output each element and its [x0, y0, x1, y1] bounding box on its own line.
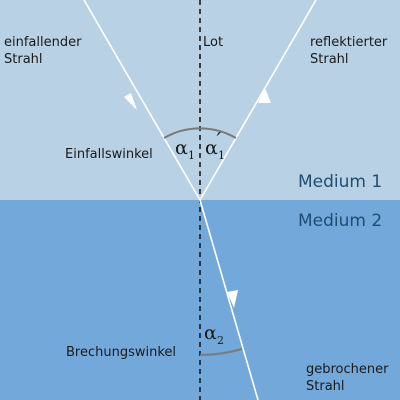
refracted-ray-label-line1: gebrochener [306, 362, 389, 377]
refraction-arc [199, 348, 243, 356]
alpha-1-symbol: α [175, 137, 188, 159]
refracted-ray-arrow [227, 290, 238, 308]
medium-2-label: Medium 2 [298, 211, 382, 231]
incidence-reflection-arc [163, 127, 237, 139]
medium-1-label: Medium 1 [298, 172, 382, 192]
refracted-ray-label-line2: Strahl [306, 379, 345, 394]
reflected-ray [199, 0, 317, 201]
alpha-1-prime-mark: ´ [213, 130, 223, 152]
alpha-2-subscript: 2 [217, 334, 224, 347]
angle-of-refraction-label: Brechungswinkel [66, 345, 176, 360]
incident-ray-arrow [124, 93, 137, 110]
incident-ray [83, 0, 201, 201]
refracted-ray [199, 199, 259, 400]
alpha-1-prime-symbol: α [205, 137, 218, 159]
alpha-1-subscript: 1 [188, 149, 195, 162]
angle-of-incidence-label: Einfallswinkel [65, 147, 153, 162]
reflected-ray-label-line2: Strahl [310, 52, 349, 67]
reflected-ray-label-line1: reflektierter [310, 35, 388, 50]
alpha-2-symbol: α [204, 322, 217, 344]
normal-label: Lot [203, 35, 223, 50]
incident-ray-label-line2: Strahl [4, 52, 43, 67]
alpha-1-prime-subscript: 1 [218, 149, 225, 162]
reflected-ray-arrow [258, 88, 271, 103]
incident-ray-label-line1: einfallender [4, 35, 82, 50]
